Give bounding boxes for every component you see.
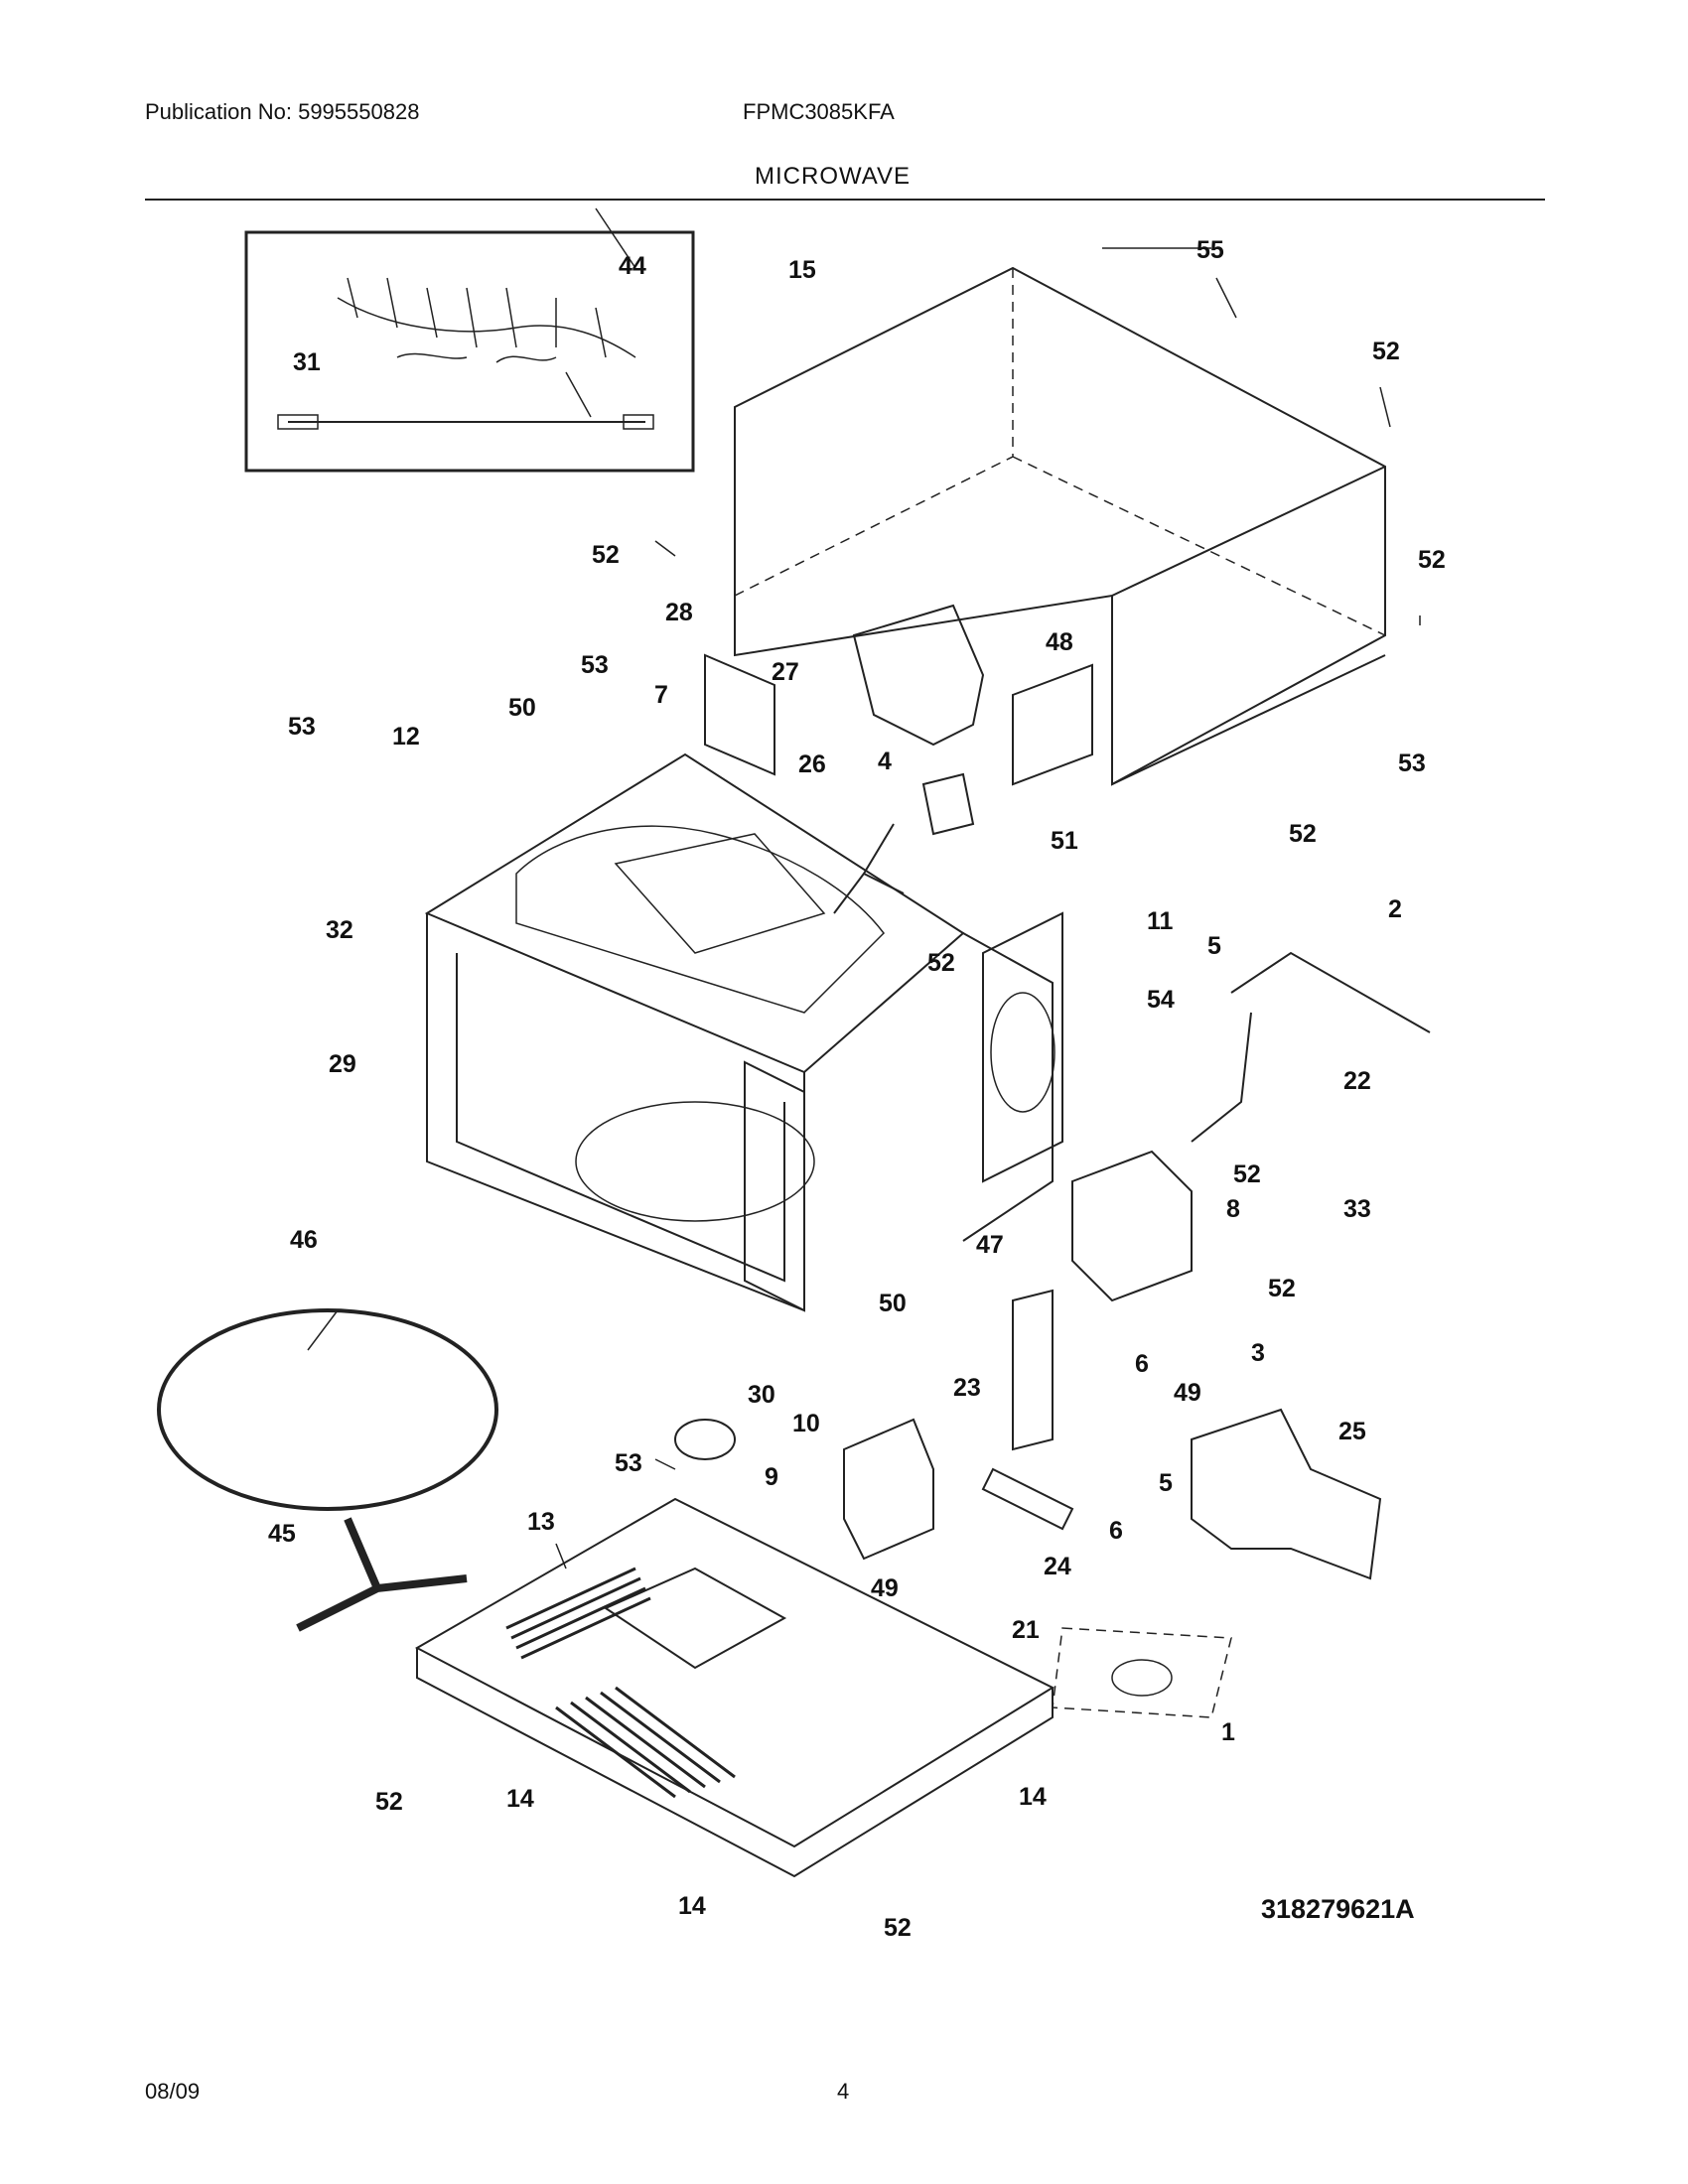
turntable-ring — [157, 1308, 498, 1511]
label-48 — [1012, 663, 1093, 786]
callout: 25 — [1338, 1418, 1366, 1445]
model-number: FPMC3085KFA — [743, 99, 895, 124]
callout: 12 — [392, 723, 420, 751]
label-28 — [704, 653, 775, 776]
page-number: 4 — [837, 2079, 850, 2104]
callout: 5 — [1159, 1469, 1173, 1497]
callout: 7 — [654, 681, 668, 709]
callout: 50 — [508, 694, 536, 722]
callout: 27 — [772, 658, 799, 686]
callout: 2 — [1388, 895, 1402, 923]
callout: 52 — [592, 541, 620, 569]
callout: 23 — [953, 1374, 981, 1402]
callout: 33 — [1343, 1195, 1371, 1223]
callout: 10 — [792, 1410, 820, 1437]
drawing-number: 318279621A — [1261, 1894, 1415, 1924]
callout: 9 — [765, 1463, 778, 1491]
callout: 6 — [1135, 1350, 1149, 1378]
callout: 31 — [293, 348, 321, 376]
callout: 3 — [1251, 1339, 1265, 1367]
air-duct — [1191, 1408, 1382, 1580]
page-title: MICROWAVE — [755, 163, 911, 190]
callout: 52 — [375, 1788, 403, 1816]
callout: 24 — [1044, 1553, 1071, 1580]
callout: 21 — [1012, 1616, 1040, 1644]
callout: 14 — [678, 1892, 706, 1920]
wiring-inset — [244, 230, 695, 473]
outer-cabinet — [734, 266, 1386, 786]
callout: 52 — [927, 949, 955, 977]
latch-assembly — [1012, 1289, 1054, 1451]
magnetron — [1071, 1150, 1193, 1302]
callout: 49 — [871, 1574, 899, 1602]
callout: 14 — [1019, 1783, 1047, 1811]
oven-cavity — [424, 752, 1054, 1312]
base-plate — [414, 1497, 1055, 1878]
callout: 8 — [1226, 1195, 1240, 1223]
callout: 4 — [878, 748, 892, 775]
callout: 11 — [1147, 907, 1174, 935]
publication-date: 08/09 — [145, 2079, 201, 2104]
publication-number: Publication No: 5995550828 — [145, 99, 420, 124]
fan-motor — [921, 772, 975, 836]
callout: 48 — [1046, 628, 1073, 656]
callout: 44 — [619, 252, 646, 280]
callout: 53 — [288, 713, 316, 741]
transformer — [843, 1418, 934, 1561]
callout: 29 — [329, 1050, 356, 1078]
callout: 28 — [665, 599, 693, 626]
fan-housing — [852, 604, 985, 747]
callout: 53 — [615, 1449, 642, 1477]
callout: 53 — [1398, 750, 1426, 777]
callout: 45 — [268, 1520, 296, 1548]
vent-panel — [982, 911, 1063, 1183]
callout: 52 — [1289, 820, 1317, 848]
callout: 50 — [879, 1290, 907, 1317]
turntable-motor — [674, 1419, 736, 1460]
callout: 14 — [506, 1785, 534, 1813]
callout: 6 — [1109, 1517, 1123, 1545]
callout: 51 — [1051, 827, 1078, 855]
mounting-bracket — [1191, 951, 1431, 1143]
header-rule — [145, 199, 1545, 201]
callout: 52 — [1418, 546, 1446, 574]
callout: 52 — [1372, 338, 1400, 365]
capacitor — [1052, 1627, 1232, 1718]
callout: 54 — [1147, 986, 1175, 1014]
callout: 5 — [1207, 932, 1221, 960]
leader-lines — [307, 207, 1421, 1570]
callout: 1 — [1221, 1718, 1235, 1746]
callout: 13 — [527, 1508, 555, 1536]
callout: 32 — [326, 916, 353, 944]
callout: 26 — [798, 751, 826, 778]
callout: 47 — [976, 1231, 1004, 1259]
callouts: 44 31 15 55 52 52 52 28 27 48 53 7 50 53… — [268, 236, 1446, 1942]
callout: 15 — [788, 256, 816, 284]
roller-support — [296, 1517, 468, 1632]
callout: 53 — [581, 651, 609, 679]
latch-lever — [981, 1467, 1074, 1531]
callout: 52 — [1268, 1275, 1296, 1302]
callout: 52 — [1233, 1160, 1261, 1188]
fan-blade — [833, 823, 905, 914]
callout: 22 — [1343, 1067, 1371, 1095]
callout: 46 — [290, 1226, 318, 1254]
callout: 49 — [1174, 1379, 1201, 1407]
callout: 55 — [1196, 236, 1224, 264]
callout: 30 — [748, 1381, 775, 1409]
callout: 52 — [884, 1914, 912, 1942]
